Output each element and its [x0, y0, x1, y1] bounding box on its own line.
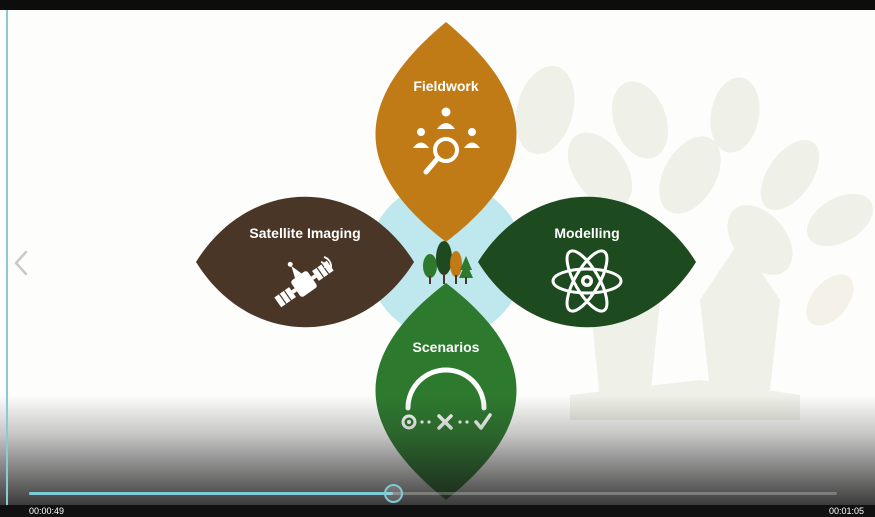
left-border: [6, 10, 8, 505]
bottom-bar: [0, 505, 875, 517]
progress-bar[interactable]: [29, 484, 837, 503]
controls-overlay: [0, 395, 875, 505]
people-search-icon: [413, 107, 480, 175]
fieldwork-label: Fieldwork: [413, 78, 479, 94]
petal-fieldwork[interactable]: [375, 22, 517, 242]
signal-waves-icon: [320, 256, 332, 269]
chevron-left-icon[interactable]: [10, 248, 32, 278]
progress-fill: [29, 492, 393, 495]
satellite-icon: [274, 260, 334, 308]
scenarios-label: Scenarios: [412, 339, 480, 355]
progress-handle[interactable]: [384, 484, 403, 503]
total-time: 00:01:05: [828, 506, 864, 516]
trees-icon: [423, 241, 473, 284]
modelling-label: Modelling: [554, 225, 620, 241]
atom-icon: [551, 249, 623, 313]
satellite-imaging-label: Satellite Imaging: [249, 225, 361, 241]
top-border: [0, 0, 875, 10]
petal-satellite-imaging[interactable]: [196, 196, 414, 328]
current-time: 00:00:49: [29, 506, 65, 516]
